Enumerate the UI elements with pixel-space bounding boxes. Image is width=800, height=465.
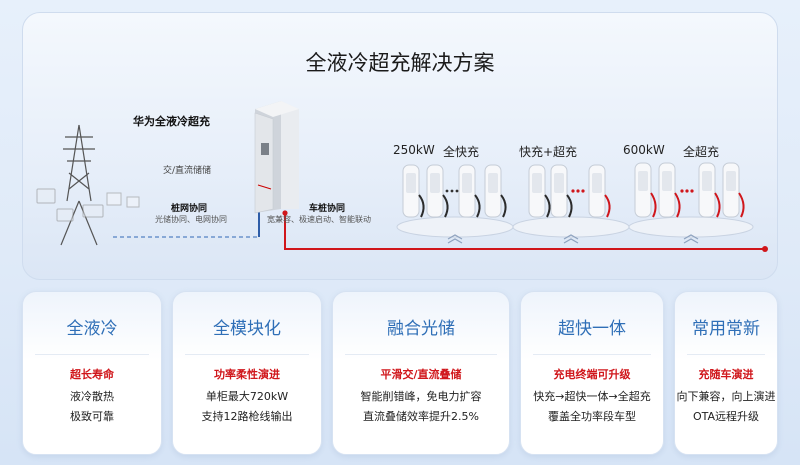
- card-subtitle: 充随车演进: [698, 368, 754, 381]
- feature-card-solar-storage: 融合光储 平滑交/直流叠储 智能削错峰，免电力扩容 直流叠储效率提升2.5%: [332, 291, 510, 455]
- car-coop-title: 车桩协同: [309, 204, 346, 214]
- card-subtitle: 功率柔性演进: [214, 368, 280, 381]
- card-divider: [185, 354, 309, 355]
- feature-card-modular: 全模块化 功率柔性演进 单柜最大720kW 支持12路枪线输出: [172, 291, 322, 455]
- charging-platforms: [396, 216, 754, 238]
- group-1-power: 250kW: [393, 143, 435, 157]
- card-title: 全液冷: [66, 319, 118, 339]
- group-3-power: 600kW: [623, 143, 665, 157]
- card-title: 常用常新: [692, 319, 760, 339]
- charging-pile-icon: [528, 164, 611, 218]
- card-title: 全模块化: [213, 319, 281, 339]
- card-divider: [35, 354, 149, 355]
- page-title: 全液冷超充解决方案: [305, 51, 495, 75]
- card-divider: [687, 354, 765, 355]
- acdc-label: 交/直流储储: [163, 166, 212, 176]
- solar-panel-icon: [36, 188, 104, 222]
- card-divider: [345, 354, 497, 355]
- card-title: 超快一体: [558, 319, 626, 339]
- group-3-label: 全超充: [683, 145, 720, 159]
- card-line: 支持12路枪线输出: [201, 410, 293, 423]
- diagram-scene: [36, 101, 768, 252]
- group-2-label: 快充+超充: [519, 145, 578, 159]
- card-subtitle: 充电终端可升级: [553, 368, 631, 381]
- power-tower-icon: [60, 124, 98, 246]
- card-subtitle: 超长寿命: [70, 368, 114, 381]
- feature-cards: 全液冷 超长寿命 液冷散热 极致可靠 全模块化 功率柔性演进 单柜最大720kW…: [22, 291, 778, 455]
- feature-card-evergreen: 常用常新 充随车演进 向下兼容，向上演进 OTA远程升级: [674, 291, 778, 455]
- card-line: 向下兼容，向上演进: [676, 390, 776, 403]
- charger-cabinet-icon: [254, 101, 299, 214]
- charging-pile-icon: [634, 162, 745, 218]
- card-line: 快充→超快一体→全超充: [533, 390, 651, 403]
- pile-coop-sub: 光储协同、电网协同: [155, 215, 227, 224]
- card-line: OTA远程升级: [692, 410, 760, 423]
- card-subtitle: 平滑交/直流叠储: [380, 368, 462, 381]
- car-coop-sub: 宽兼容、极速启动、智能联动: [267, 215, 371, 224]
- house-icon: [106, 192, 140, 208]
- card-line: 单柜最大720kW: [205, 390, 289, 403]
- feature-card-liquid-cooling: 全液冷 超长寿命 液冷散热 极致可靠: [22, 291, 162, 455]
- card-line: 智能削错峰，免电力扩容: [360, 390, 482, 403]
- card-title: 融合光储: [387, 319, 455, 339]
- group-1-label: 全快充: [443, 145, 480, 159]
- card-line: 极致可靠: [70, 410, 114, 423]
- feature-card-ultrafast: 超快一体 充电终端可升级 快充→超快一体→全超充 覆盖全功率段车型: [520, 291, 664, 455]
- charging-pile-icon: [402, 164, 507, 218]
- chevron-up-icon: [447, 234, 699, 244]
- pile-coop-title: 桩网协同: [171, 204, 208, 214]
- card-divider: [533, 354, 651, 355]
- card-line: 液冷散热: [70, 390, 114, 403]
- card-line: 覆盖全功率段车型: [548, 410, 636, 423]
- solution-diagram-panel: 全液冷超充解决方案: [22, 12, 778, 280]
- product-label: 华为全液冷超充: [133, 115, 210, 128]
- card-line: 直流叠储效率提升2.5%: [363, 410, 479, 423]
